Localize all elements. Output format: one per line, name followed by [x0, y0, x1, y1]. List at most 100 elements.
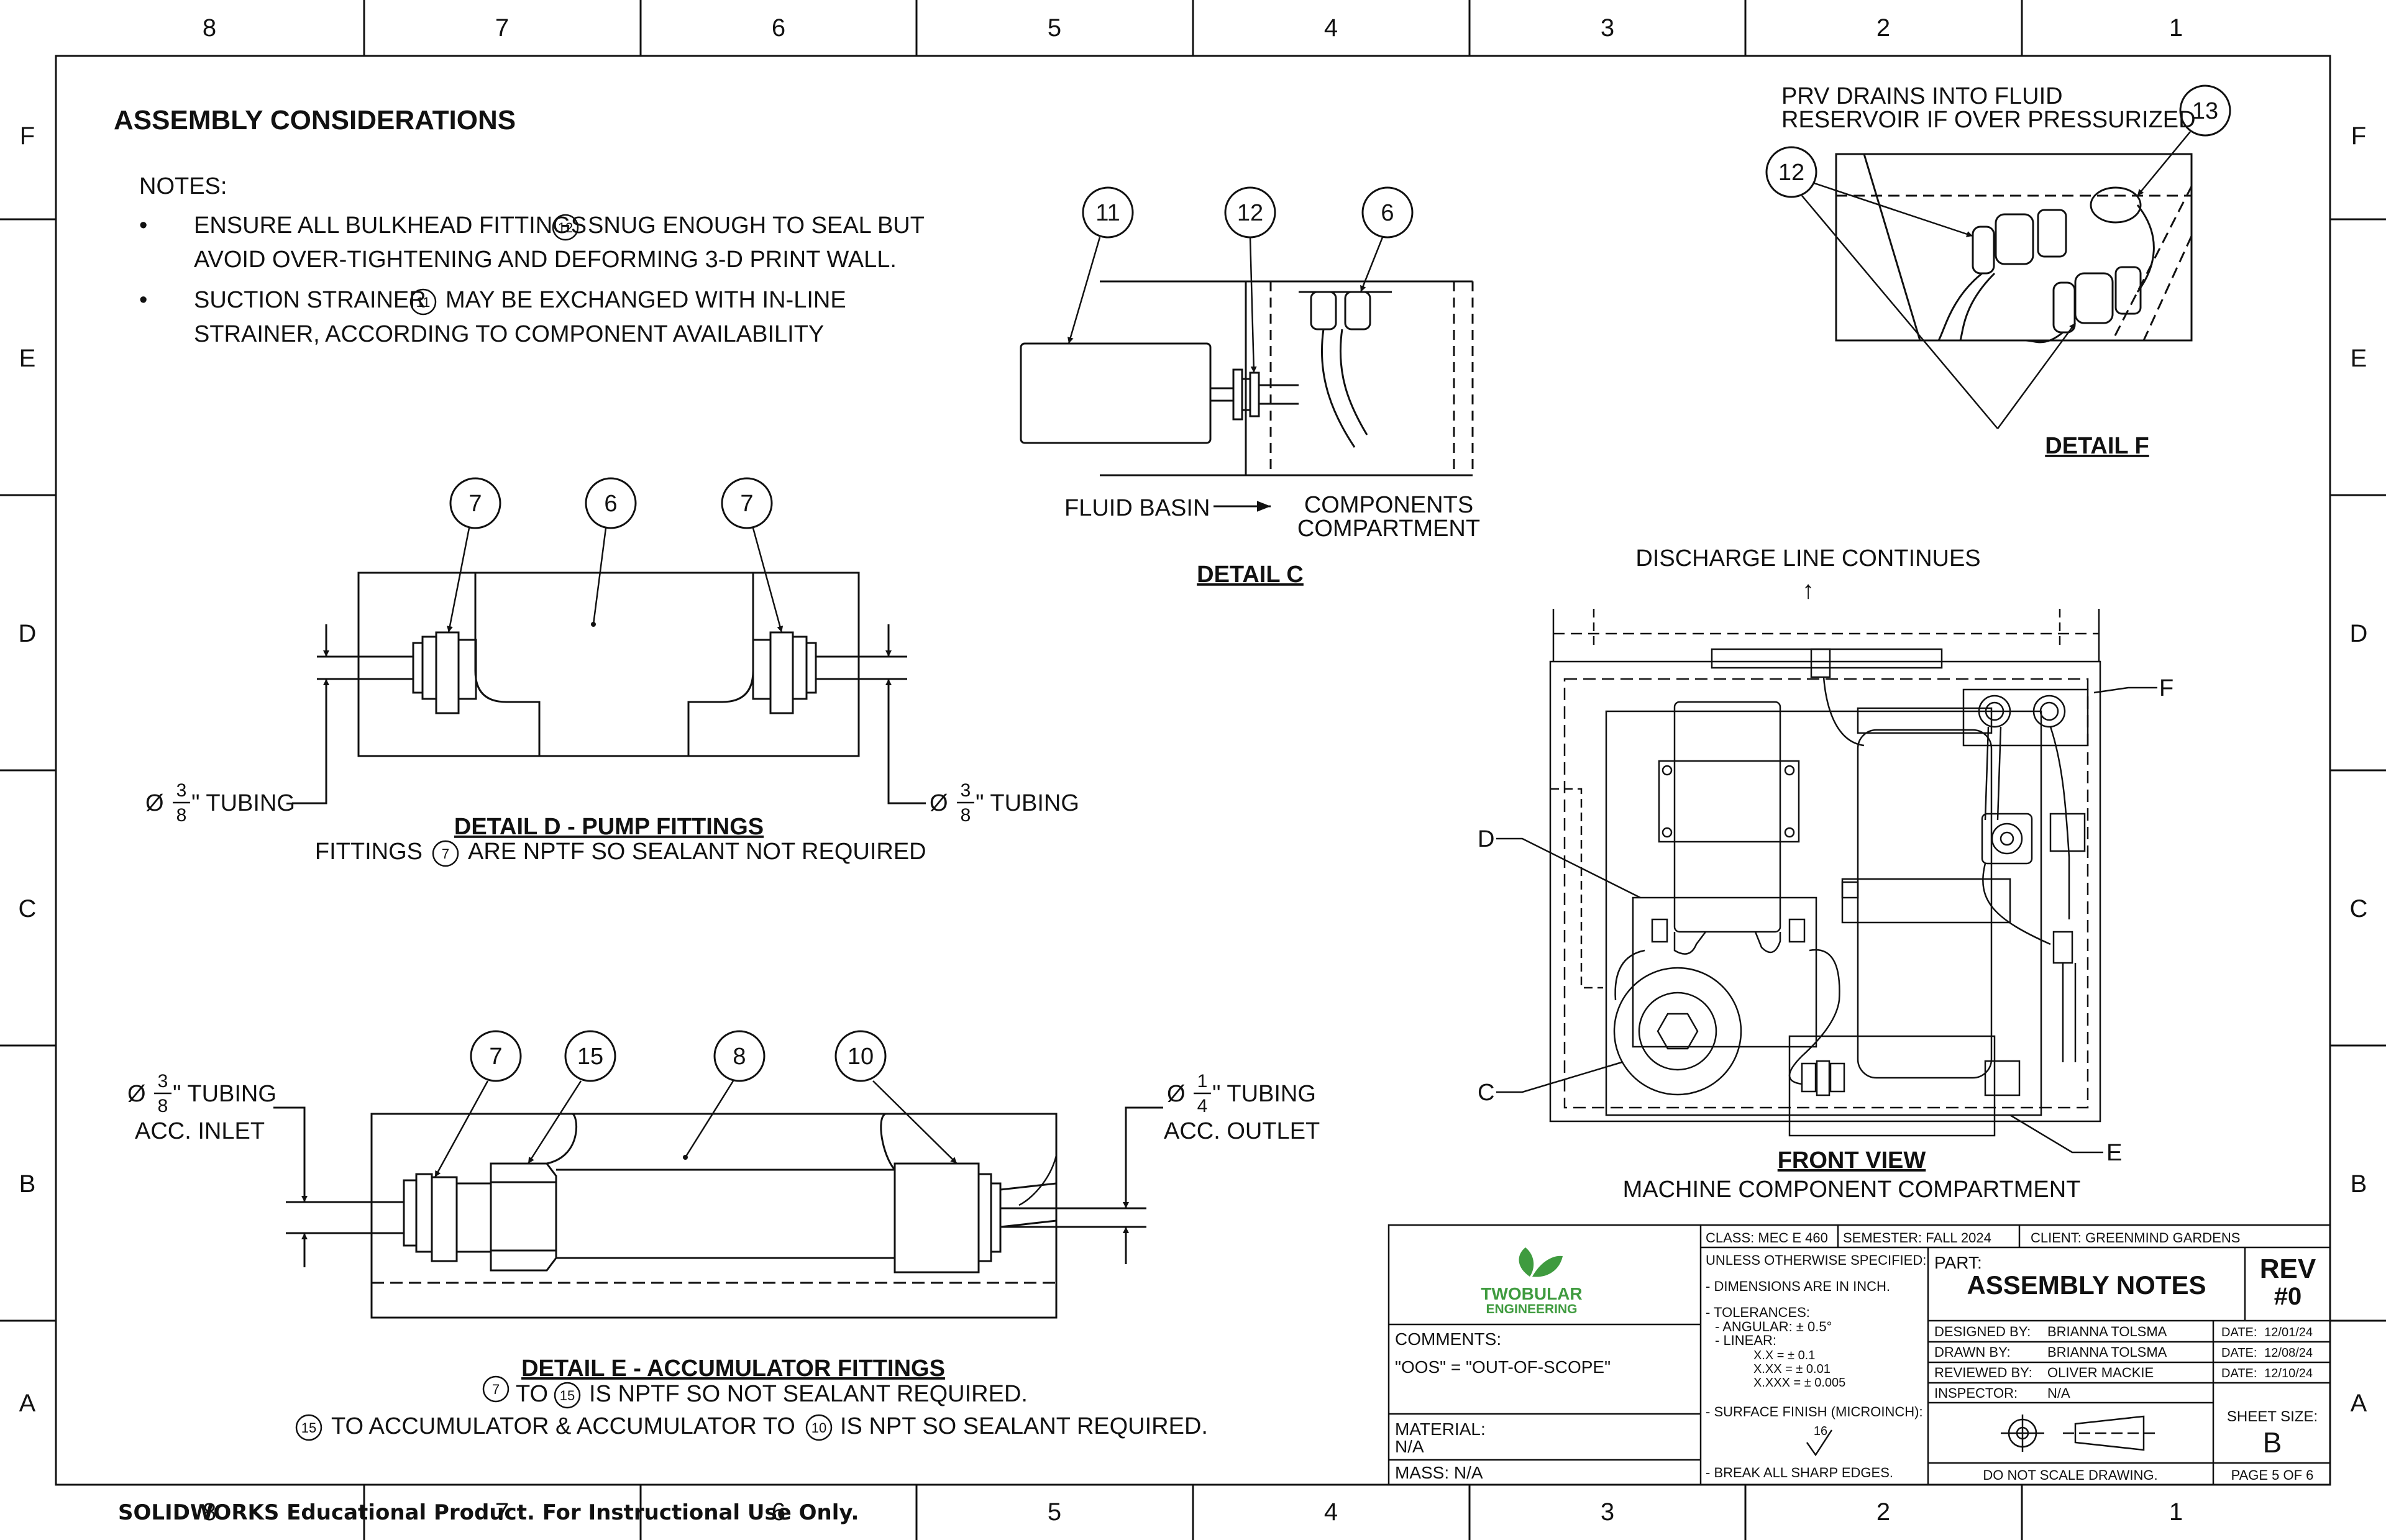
- detail-c-label-to-1: COMPONENTS: [1304, 492, 1473, 518]
- detail-f-balloon-13: 13: [2192, 98, 2218, 124]
- client-value: CLIENT: GREENMIND GARDENS: [2031, 1230, 2240, 1246]
- zone-row-C-right: C: [2350, 895, 2368, 923]
- note-2-text-a: SUCTION STRAINER: [194, 287, 426, 313]
- detail-e-line2-ref-a: 15: [301, 1420, 316, 1436]
- note-2-bullet: •: [139, 287, 147, 313]
- detail-d-subtitle-ref: 7: [442, 846, 449, 862]
- scale-note: DO NOT SCALE DRAWING.: [1983, 1467, 2157, 1483]
- detail-c-balloons: 11 12 6: [1067, 186, 1414, 373]
- note-1: • ENSURE ALL BULKHEAD FITTINGS 12 SNUG E…: [139, 212, 925, 273]
- tubing-right-prefix: Ø: [930, 790, 948, 816]
- detail-d-subtitle-b: ARE NPTF SO SEALANT NOT REQUIRED: [468, 839, 926, 865]
- watermark-text: SOLIDWORKS Educational Product. For Inst…: [118, 1500, 859, 1525]
- detail-e-balloon-15: 15: [577, 1044, 603, 1070]
- detail-e-line2-text-a: TO ACCUMULATOR & ACCUMULATOR TO: [331, 1413, 795, 1439]
- note-2-ref-balloon: [409, 288, 437, 316]
- tubing-right-num: 3: [961, 780, 971, 801]
- detail-c-label-to-2: COMPARTMENT: [1297, 516, 1480, 542]
- inlet-den: 8: [158, 1096, 168, 1116]
- detail-f: [1835, 153, 2193, 344]
- detail-e-outlet: Ø 1 4 " TUBING ACC. OUTLET: [1164, 1071, 1320, 1144]
- detail-d-subtitle: FITTINGS 7 ARE NPTF SO SEALANT NOT REQUI…: [315, 839, 926, 867]
- zone-col-8-top: 8: [203, 14, 216, 42]
- detail-f-title: DETAIL F: [2045, 433, 2149, 459]
- mass-value: MASS: N/A: [1395, 1463, 1483, 1482]
- zone-col-1-bottom: 1: [2169, 1498, 2183, 1526]
- detail-c: [1020, 280, 1474, 512]
- reviewed-date-label: DATE:: [2221, 1367, 2257, 1380]
- inlet-num: 3: [158, 1071, 168, 1091]
- discharge-arrow: ↑: [1802, 576, 1814, 604]
- spec-x3: X.XXX = ± 0.005: [1753, 1376, 1845, 1390]
- zone-row-B-right: B: [2351, 1170, 2367, 1198]
- detail-e-line1-ref-b: 15: [560, 1388, 575, 1403]
- title-block: [1387, 1224, 2331, 1486]
- spec-lin: - LINEAR:: [1715, 1333, 1776, 1348]
- detail-e-line-2: 15 TO ACCUMULATOR & ACCUMULATOR TO 10 IS…: [295, 1413, 1208, 1441]
- detail-d-tubing-right: Ø 3 8 " TUBING: [930, 780, 1079, 826]
- zone-col-3-bottom: 3: [1601, 1498, 1614, 1526]
- spec-edges: - BREAK ALL SHARP EDGES.: [1706, 1465, 1893, 1480]
- comments-label: COMMENTS:: [1395, 1329, 1501, 1349]
- detail-e-balloon-8: 8: [733, 1044, 746, 1070]
- sheet-size-value: B: [2263, 1426, 2282, 1459]
- front-view-subtitle: MACHINE COMPONENT COMPARTMENT: [1623, 1177, 2081, 1203]
- zone-col-4-top: 4: [1324, 14, 1338, 42]
- zone-row-E-left: E: [19, 345, 36, 372]
- detail-d-tubing-left: Ø 3 8 " TUBING: [145, 780, 295, 826]
- inlet-label: ACC. INLET: [135, 1118, 265, 1144]
- detail-f-note-2: RESERVOIR IF OVER PRESSURIZED: [1781, 107, 2196, 133]
- material-value: N/A: [1395, 1437, 1424, 1456]
- callout-C: C: [1478, 1080, 1494, 1106]
- class-value: CLASS: MEC E 460: [1706, 1230, 1828, 1246]
- note-1-text-b: SNUG ENOUGH TO SEAL BUT: [588, 212, 925, 239]
- designed-value: BRIANNA TOLSMA: [2047, 1324, 2167, 1339]
- suction-strainer-shape: [1020, 342, 1212, 444]
- detail-c-balloon-11: 11: [1095, 200, 1120, 226]
- comments-value: "OOS" = "OUT-OF-SCOPE": [1395, 1357, 1611, 1377]
- detail-e-balloon-10: 10: [848, 1044, 874, 1070]
- spec-dims: - DIMENSIONS ARE IN INCH.: [1706, 1278, 1890, 1294]
- tubing-left-den: 8: [176, 805, 187, 826]
- front-view-title: FRONT VIEW: [1778, 1147, 1926, 1173]
- zone-col-4-bottom: 4: [1324, 1498, 1338, 1526]
- outlet-suffix: " TUBING: [1212, 1081, 1316, 1107]
- note-1-bullet: •: [139, 212, 147, 239]
- note-2-ref: 11: [416, 294, 431, 310]
- detail-f-balloons: 12 13: [1765, 84, 2231, 429]
- zone-row-A-right: A: [2351, 1390, 2367, 1417]
- drawn-value: BRIANNA TOLSMA: [2047, 1344, 2167, 1360]
- third-angle-projection-icon: [2001, 1415, 2156, 1452]
- reviewed-label: REVIEWED BY:: [1934, 1365, 2032, 1380]
- detail-e-line1-text: IS NPTF SO NOT SEALANT REQUIRED.: [589, 1381, 1028, 1407]
- part-name: ASSEMBLY NOTES: [1967, 1270, 2206, 1300]
- zone-row-C-left: C: [19, 895, 37, 923]
- company-logo: TWOBULAR ENGINEERING: [1481, 1247, 1583, 1316]
- detail-e-line2-text-b: IS NPT SO SEALANT REQUIRED.: [840, 1413, 1208, 1439]
- spec-x1: X.X = ± 0.1: [1753, 1349, 1815, 1362]
- detail-c-label-from: FLUID BASIN: [1064, 495, 1210, 521]
- spec-finish: - SURFACE FINISH (MICROINCH):: [1706, 1404, 1923, 1419]
- outlet-num: 1: [1197, 1071, 1208, 1091]
- discharge-label: DISCHARGE LINE CONTINUES: [1635, 545, 1980, 572]
- detail-c-balloon-6: 6: [1381, 200, 1394, 226]
- leaf-icon: [1519, 1247, 1534, 1277]
- zone-col-5-top: 5: [1048, 14, 1061, 42]
- logo-line-1: TWOBULAR: [1481, 1284, 1582, 1303]
- reviewed-value: OLIVER MACKIE: [2047, 1365, 2154, 1380]
- note-1-text-a: ENSURE ALL BULKHEAD FITTINGS: [194, 212, 587, 239]
- detail-e-inlet: Ø 3 8 " TUBING ACC. INLET: [127, 1071, 277, 1144]
- designed-date: 12/01/24: [2264, 1326, 2313, 1339]
- zone-col-3-top: 3: [1601, 14, 1614, 42]
- zone-row-F-left: F: [20, 122, 35, 150]
- inspector-label: INSPECTOR:: [1934, 1385, 2018, 1401]
- sheet-size-label: SHEET SIZE:: [2227, 1408, 2318, 1425]
- notes-heading: NOTES:: [139, 173, 227, 199]
- tubing-right-den: 8: [961, 805, 971, 826]
- zone-col-7-top: 7: [495, 14, 509, 42]
- spec-tol: - TOLERANCES:: [1706, 1305, 1810, 1320]
- callout-F: F: [2159, 675, 2173, 701]
- note-1-ref-balloon: [552, 214, 579, 241]
- detail-f-balloon-12: 12: [1778, 160, 1804, 186]
